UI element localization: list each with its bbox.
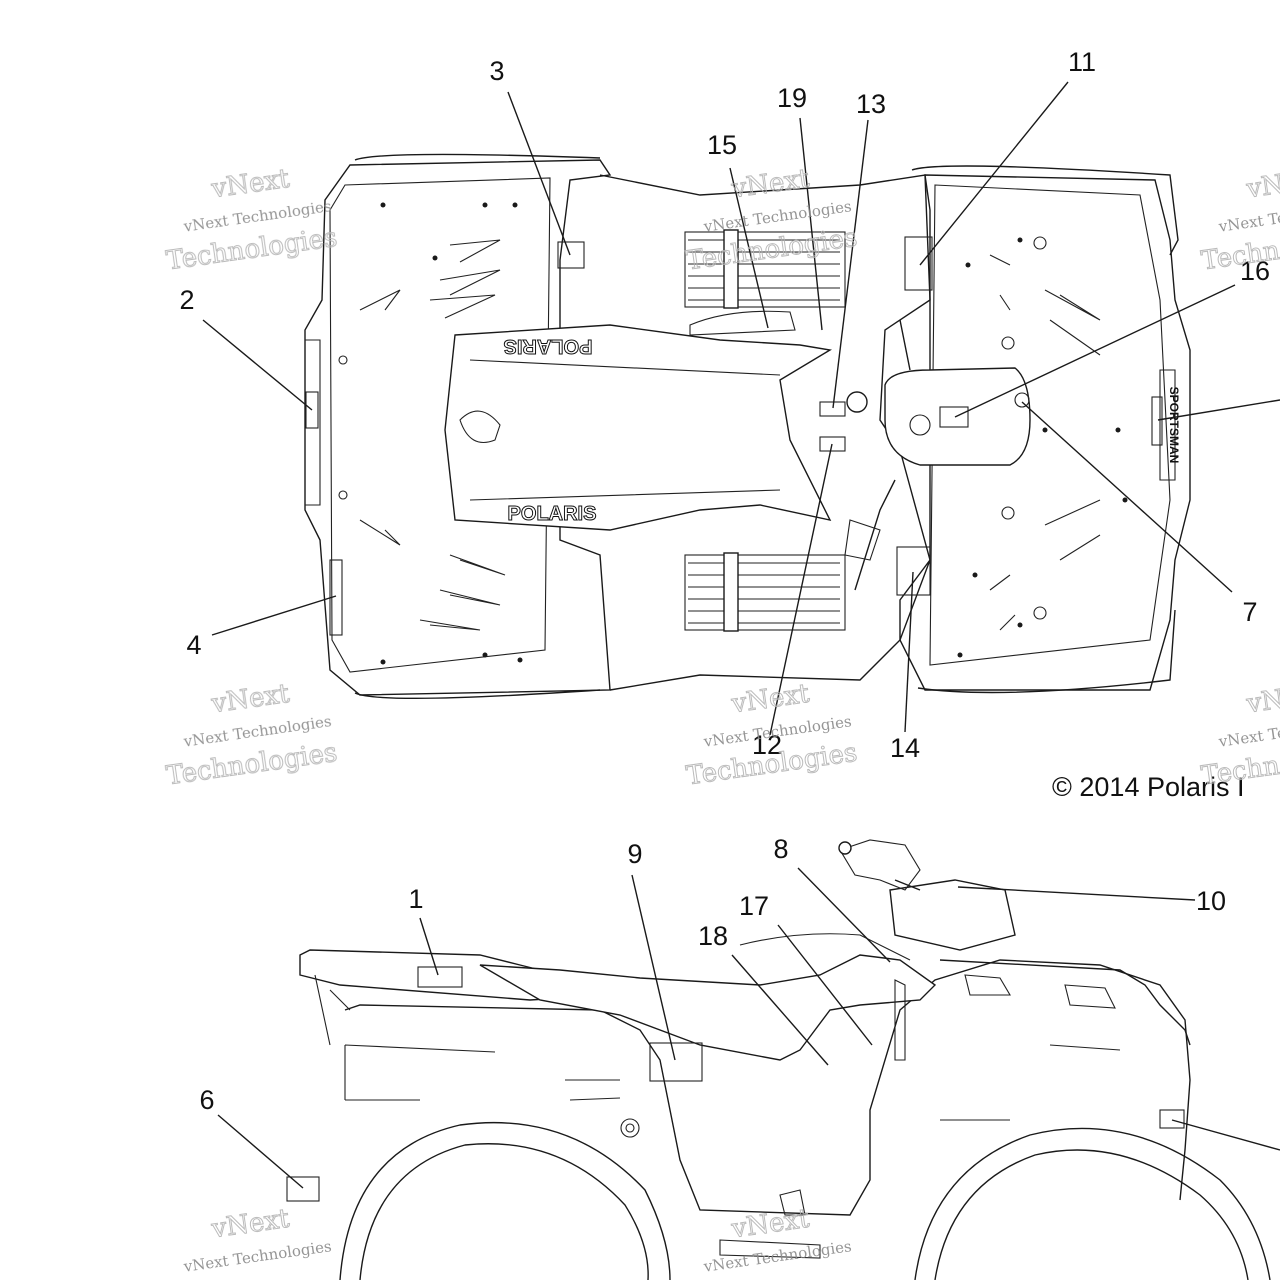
svg-text:vNext: vNext [209, 679, 292, 720]
callout-11: 11 [1068, 47, 1096, 77]
decal-2 [305, 391, 319, 429]
decal-3 [557, 241, 585, 269]
decal-11 [904, 236, 933, 291]
decal-12 [819, 436, 846, 452]
svg-text:vNext: vNext [209, 164, 292, 205]
callout-15: 15 [707, 130, 737, 160]
callout-19: 19 [777, 83, 807, 113]
svg-text:vNext: vNext [729, 164, 812, 205]
decal-front-side [1151, 396, 1163, 446]
callout-12: 12 [752, 730, 782, 760]
callout-7: 7 [1242, 597, 1257, 627]
watermarks: vNext vNext Technologies Technologies vN… [164, 163, 1280, 1276]
callout-2: 2 [179, 285, 194, 315]
watermark-4: vNext vNext Technologies Technologies [684, 678, 860, 792]
footrest-bottom [684, 552, 846, 632]
callout-8: 8 [773, 834, 788, 864]
svg-text:vNext: vNext [1244, 679, 1280, 720]
decal-13 [819, 401, 846, 417]
atv-top-view: POLARIS POLARIS SPORTSMAN [304, 153, 1191, 700]
copyright-text: © 2014 Polaris I [1052, 772, 1245, 802]
callout-labels: 11 3 19 13 15 16 2 7 4 12 14 9 8 1 10 17… [179, 47, 1270, 1115]
decal-14 [896, 546, 931, 596]
callout-1: 1 [408, 884, 423, 914]
decal-6 [286, 1176, 320, 1202]
svg-text:vNext: vNext [729, 679, 812, 720]
callout-16: 16 [1240, 256, 1270, 286]
decal-1 [417, 966, 463, 988]
watermark-3: vNext vNext Technologies Technologies [164, 678, 340, 792]
decal-9 [649, 1042, 703, 1082]
brand-decal: POLARIS [508, 503, 597, 525]
footrest-top [684, 229, 846, 309]
watermark-6: vNext vNext Technologies Technologies [1199, 678, 1280, 792]
decal-16 [939, 406, 969, 428]
callout-6: 6 [199, 1085, 214, 1115]
callout-4: 4 [186, 630, 201, 660]
callout-10: 10 [1196, 886, 1226, 916]
watermark-5: vNext vNext Technologies Technologies [1199, 163, 1280, 277]
fender-decal-text: SPORTSMAN [1167, 387, 1181, 464]
brand-decal-mirrored: POLARIS [504, 335, 593, 357]
svg-text:vNext: vNext [209, 1204, 292, 1245]
callout-17: 17 [739, 891, 769, 921]
svg-text:vNext: vNext [1244, 164, 1280, 205]
svg-text:vNext Technologies: vNext Technologies [182, 1237, 333, 1276]
watermark-7: vNext vNext Technologies [182, 1203, 333, 1276]
callout-13: 13 [856, 89, 886, 119]
leader-lines [202, 81, 1280, 1189]
watermark-1: vNext vNext Technologies Technologies [164, 163, 340, 277]
decal-15 [689, 310, 796, 336]
callout-14: 14 [890, 733, 920, 763]
callout-3: 3 [489, 56, 504, 86]
svg-text:vNext: vNext [729, 1204, 812, 1245]
decal-front-lower [1159, 1109, 1185, 1129]
watermark-2: vNext vNext Technologies Technologies [684, 163, 860, 277]
callout-18: 18 [698, 921, 728, 951]
callout-9: 9 [627, 839, 642, 869]
